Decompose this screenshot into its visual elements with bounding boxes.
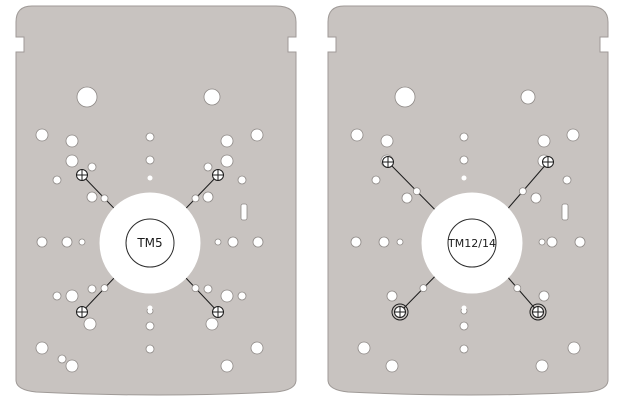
label-ring <box>447 218 497 268</box>
mounting-hole <box>145 132 155 142</box>
plate-right: TM12/14 <box>327 5 609 396</box>
mounting-hole <box>36 236 48 248</box>
mounting-hole <box>380 134 394 148</box>
mounting-hole <box>252 236 264 248</box>
mounting-hole <box>86 191 98 203</box>
mounting-hole <box>459 132 469 142</box>
mounting-hole <box>520 89 536 105</box>
mounting-hole <box>385 359 399 373</box>
marked-hole-ring <box>529 303 547 321</box>
mounting-hole <box>357 341 371 355</box>
mounting-hole <box>205 317 219 331</box>
plate-label: TM5 <box>136 236 162 250</box>
slot-hole <box>561 203 569 221</box>
mounting-hole <box>394 86 416 108</box>
center-bore <box>99 192 201 294</box>
pilot-dot <box>147 305 153 311</box>
mounting-hole <box>52 291 62 301</box>
mounting-hole <box>145 344 155 354</box>
mounting-hole <box>203 284 213 294</box>
mounting-hole <box>401 192 413 204</box>
mounting-hole <box>350 236 362 248</box>
mounting-hole <box>513 284 522 293</box>
mounting-hole <box>145 321 155 331</box>
mounting-hole <box>378 236 390 248</box>
mounting-hole <box>65 289 79 303</box>
plate-label: TM12/14 <box>447 237 496 250</box>
mounting-hole <box>459 344 469 354</box>
mounting-hole <box>546 236 558 248</box>
marked-hole-ring <box>391 303 409 321</box>
mounting-hole <box>191 194 200 203</box>
mounting-hole <box>35 128 49 142</box>
mounting-hole <box>250 341 264 355</box>
mounting-hole <box>76 86 98 108</box>
mounting-hole <box>459 321 469 331</box>
mounting-hole <box>100 194 109 203</box>
mounting-hole <box>52 175 62 185</box>
mounting-hole <box>237 291 247 301</box>
mounting-hole <box>567 341 581 355</box>
mounting-hole <box>202 191 214 203</box>
mounting-hole <box>65 134 79 148</box>
mounting-hole <box>562 175 572 185</box>
plate-left: TM5 <box>15 5 297 396</box>
mounting-hole <box>537 134 551 148</box>
mounting-hole <box>535 359 549 373</box>
guide-lines <box>76 169 224 318</box>
mounting-hole <box>203 88 221 106</box>
mounting-hole <box>191 284 200 293</box>
mounting-hole <box>538 290 550 302</box>
mounting-hole <box>203 162 213 172</box>
slot-hole <box>240 203 248 221</box>
mounting-hole <box>518 187 527 196</box>
holes <box>35 86 264 373</box>
mounting-hole <box>220 154 234 168</box>
mounting-hole <box>220 134 234 148</box>
mounting-hole <box>87 162 97 172</box>
label-ring <box>125 218 175 268</box>
mounting-hole <box>566 128 580 142</box>
mounting-hole <box>220 359 234 373</box>
center-bore <box>421 192 523 294</box>
pilot-dot <box>147 175 153 181</box>
mounting-hole <box>396 238 404 246</box>
mounting-hole <box>65 359 79 373</box>
mounting-hole <box>100 284 109 293</box>
mounting-hole <box>538 238 546 246</box>
mounting-hole <box>227 236 239 248</box>
mounting-hole <box>65 154 79 168</box>
mounting-hole <box>371 175 381 185</box>
mounting-hole <box>61 236 73 248</box>
mounting-hole <box>78 238 86 246</box>
mounting-hole <box>35 341 49 355</box>
mounting-hole <box>145 155 155 165</box>
mounting-hole <box>574 236 586 248</box>
mounting-hole <box>459 155 469 165</box>
pilot-dot <box>461 175 467 181</box>
pilot-dot <box>461 305 467 311</box>
mounting-hole <box>412 187 421 196</box>
mounting-hole <box>220 289 234 303</box>
mounting-hole <box>419 284 428 293</box>
mounting-hole <box>57 354 67 364</box>
mounting-hole <box>83 317 97 331</box>
mounting-hole <box>250 128 264 142</box>
mounting-hole <box>214 238 222 246</box>
mounting-hole <box>530 192 542 204</box>
mounting-hole <box>87 284 97 294</box>
mounting-hole <box>350 128 364 142</box>
mounting-hole <box>237 175 247 185</box>
mounting-hole <box>386 290 398 302</box>
